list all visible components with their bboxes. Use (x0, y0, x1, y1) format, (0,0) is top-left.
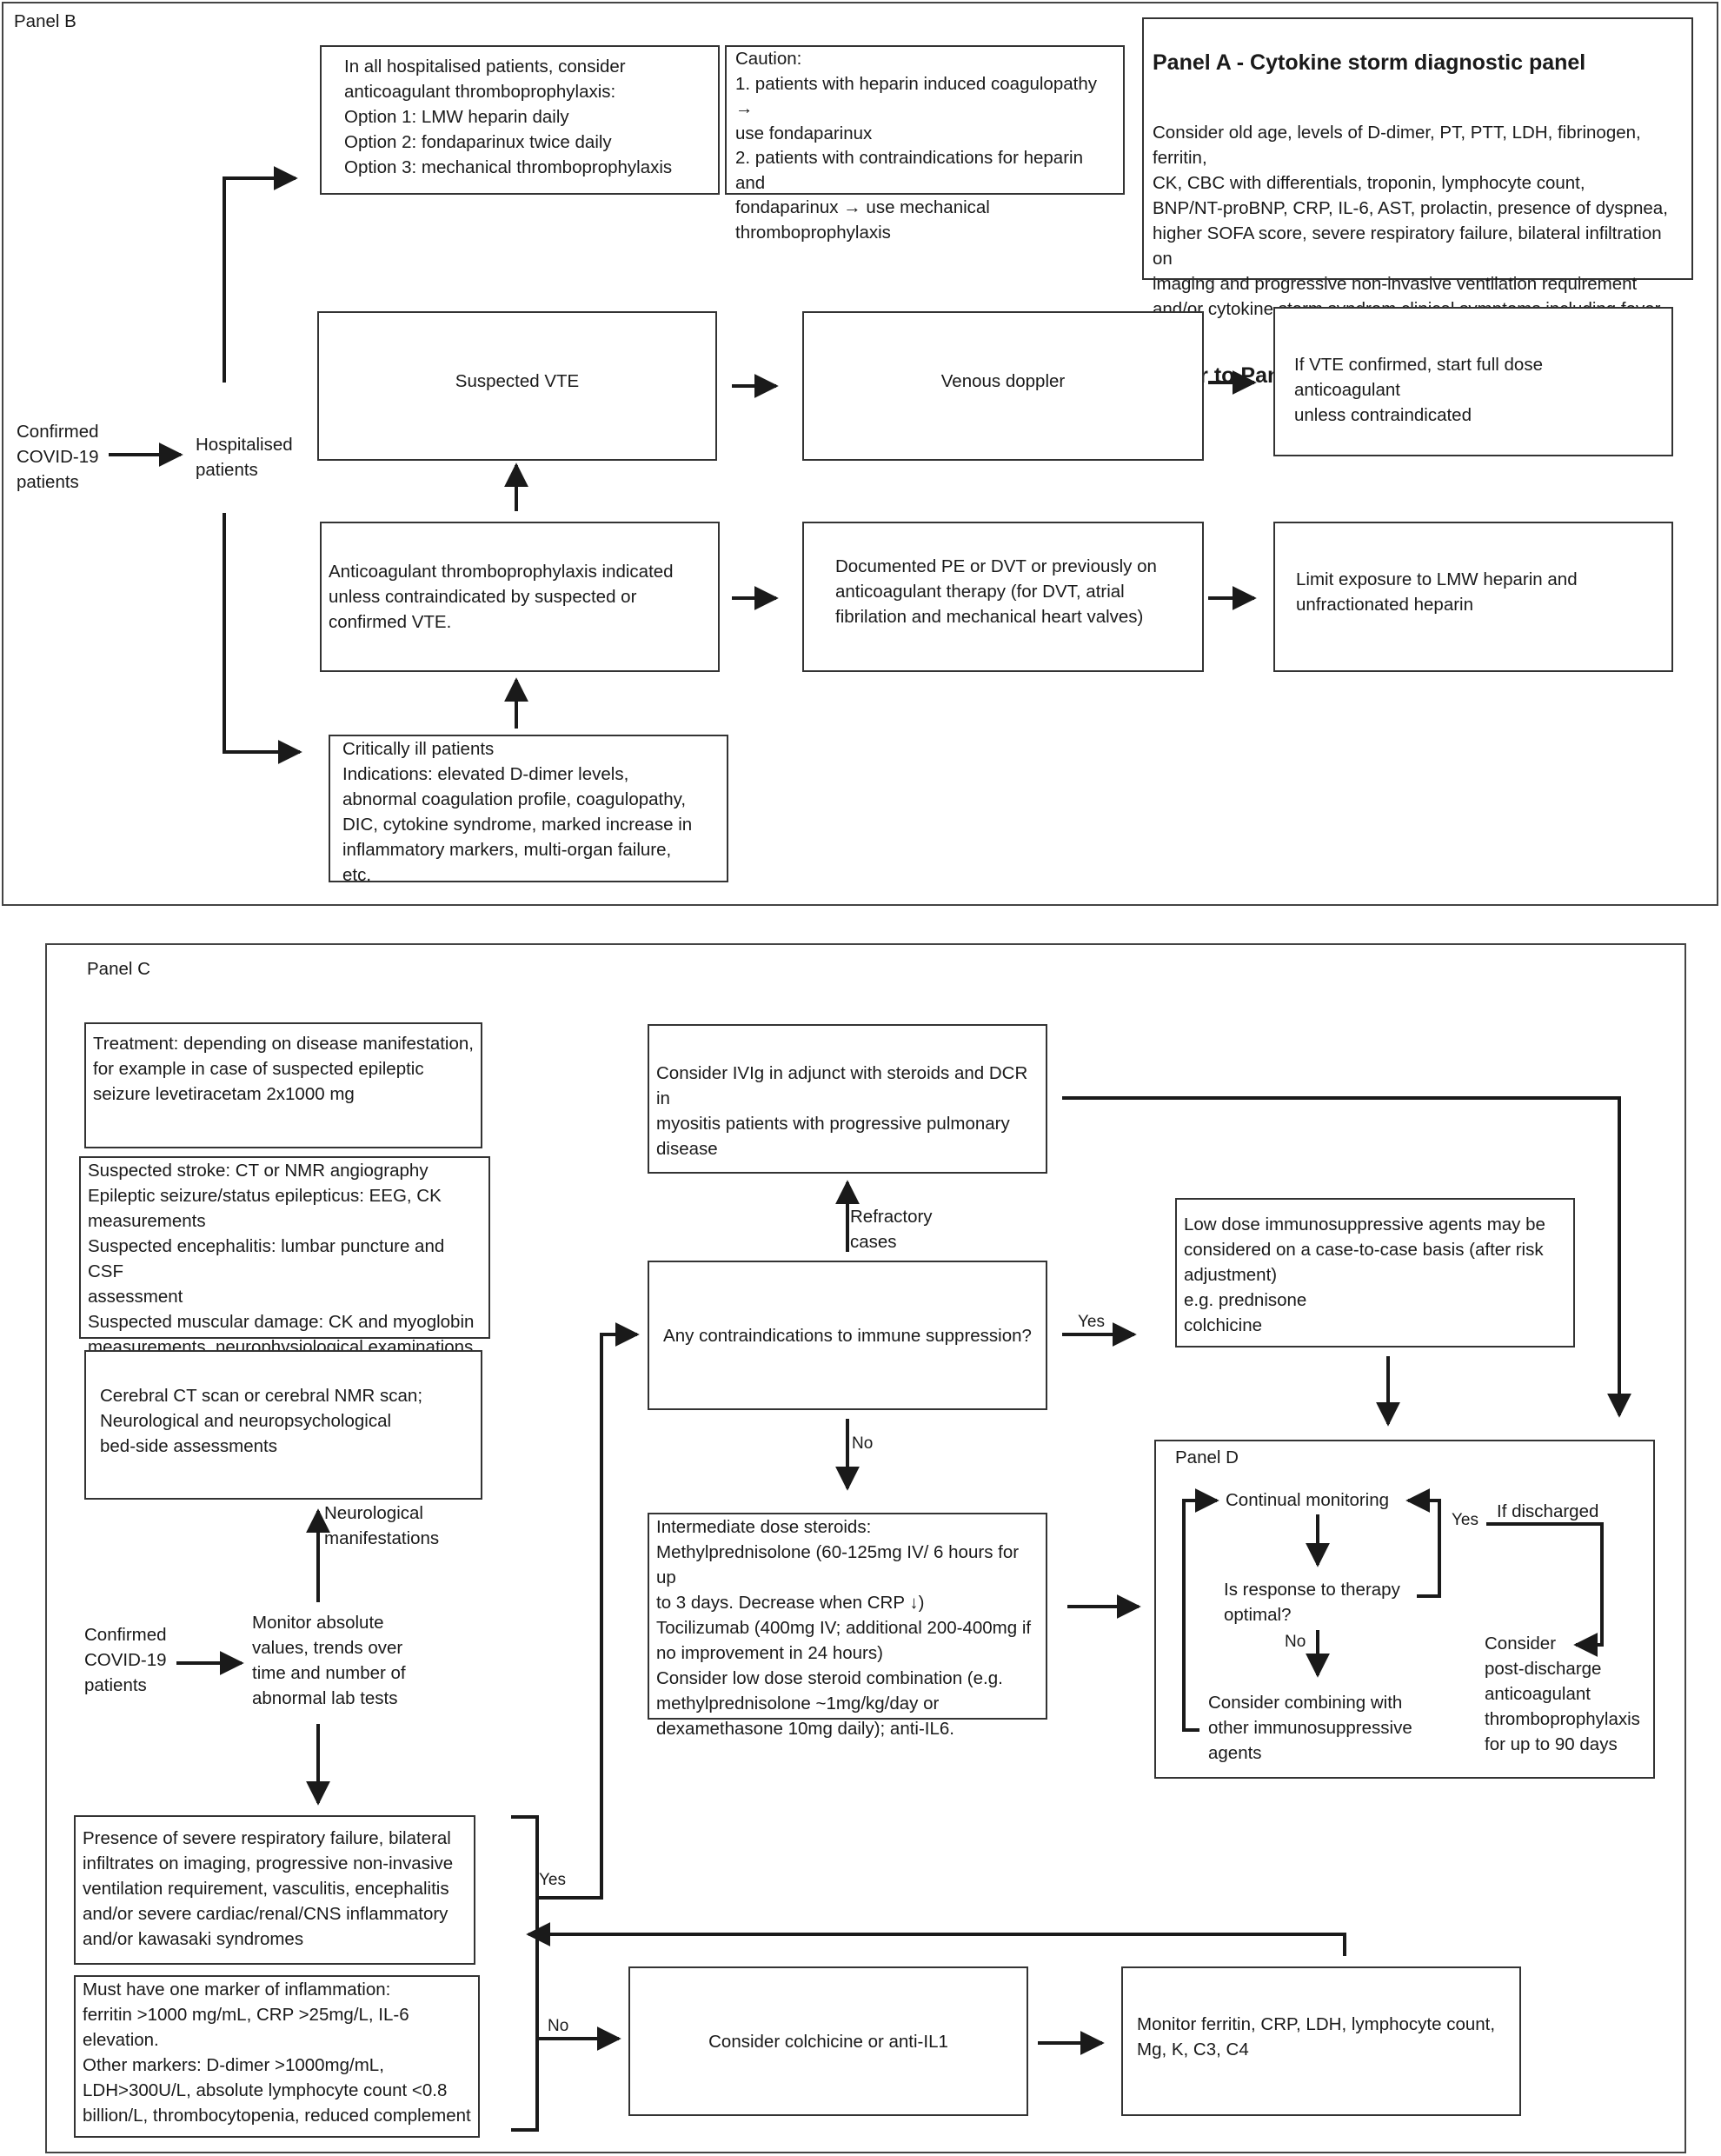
colchicine-box: Consider colchicine or anti-IL1 (628, 1966, 1028, 2116)
hospitalised-patients: Hospitalised patients (196, 435, 293, 480)
no-label-left: No (548, 2017, 569, 2035)
monitor-absolute-values: Monitor absolute values, trends over tim… (252, 1613, 406, 1708)
panel-b-label: Panel B (14, 11, 76, 31)
connector-yes-to-contra (537, 1322, 640, 1900)
neurological-manifestations-label: Neurological manifestations (324, 1503, 440, 1548)
critically-ill-box: Critically ill patients Indications: ele… (329, 735, 728, 885)
connector-combining-loop (1182, 1488, 1219, 1732)
yes-label-contra: Yes (1078, 1313, 1105, 1331)
caution-box: Caution: 1. patients with heparin induce… (725, 45, 1125, 243)
if-discharged-label: If discharged (1497, 1501, 1599, 1521)
limit-exposure-box: Limit exposure to LMW heparin and unfrac… (1273, 522, 1673, 672)
panel-a-title: Panel A - Cytokine storm diagnostic pane… (1153, 50, 1586, 75)
panel-c (45, 943, 1686, 2153)
documented-pe-box: Documented PE or DVT or previously on an… (802, 522, 1204, 672)
panel-a-box: Panel A - Cytokine storm diagnostic pane… (1142, 17, 1693, 388)
panel-d-yes: Yes (1452, 1511, 1478, 1529)
ivig-box: Consider IVIg in adjunct with steroids a… (648, 1024, 1047, 1174)
connector-discharged (1486, 1522, 1604, 1657)
panel-d-no: No (1285, 1633, 1306, 1651)
panel-b (2, 2, 1718, 906)
confirmed-covid-c: Confirmed COVID-19 patients (84, 1625, 167, 1695)
panel-d-label: Panel D (1175, 1447, 1239, 1467)
severe-presence-box: Presence of severe respiratory failure, … (74, 1815, 475, 1965)
cerebral-scan-box: Cerebral CT scan or cerebral NMR scan; N… (84, 1350, 482, 1500)
monitor-ferritin-box: Monitor ferritin, CRP, LDH, lymphocyte c… (1121, 1966, 1521, 2116)
post-discharge-thromboprophylaxis: Consider post-discharge anticoagulant th… (1485, 1634, 1640, 1754)
low-dose-box: Low dose immunosuppressive agents may be… (1175, 1198, 1575, 1348)
response-optimal-question: Is response to therapy optimal? (1224, 1580, 1400, 1625)
inflammation-markers-box: Must have one marker of inflammation: fe… (74, 1975, 480, 2138)
contraindications-box: Any contraindications to immune suppress… (648, 1261, 1047, 1410)
consider-combining: Consider combining with other immunosupp… (1208, 1693, 1412, 1763)
suspected-diagnostics-box: Suspected stroke: CT or NMR angiography … (79, 1156, 490, 1357)
thromboprophylaxis-indicated-box: Anticoagulant thromboprophylaxis indicat… (320, 522, 720, 672)
panel-c-label: Panel C (87, 959, 150, 979)
suspected-vte-box: Suspected VTE (317, 311, 717, 461)
bracket-yes-no (511, 1815, 539, 2132)
treatment-box: Treatment: depending on disease manifest… (84, 1022, 482, 1148)
yes-label-left: Yes (539, 1871, 566, 1889)
connector-hospitalised-up (223, 166, 298, 383)
refractory-cases-label: Refractory cases (850, 1207, 933, 1252)
vte-confirmed-box: If VTE confirmed, start full dose antico… (1273, 307, 1673, 456)
no-label-contra: No (852, 1434, 874, 1453)
venous-doppler-box: Venous doppler (802, 311, 1204, 461)
connector-monitor-back (526, 1922, 1346, 1956)
connector-hospitalised-down (223, 513, 302, 764)
thromboprophylaxis-options-box: In all hospitalised patients, consider a… (320, 45, 720, 195)
panel-d (1154, 1440, 1655, 1779)
panel-a-body: Consider old age, levels of D-dimer, PT,… (1153, 123, 1668, 319)
connector-ivig-to-paneld (1062, 1096, 1631, 1418)
intermediate-steroids-box: Intermediate dose steroids: Methylpredni… (648, 1513, 1047, 1739)
connector-optimal-yes-loop (1405, 1488, 1441, 1598)
continual-monitoring: Continual monitoring (1226, 1490, 1390, 1510)
confirmed-covid-b: Confirmed COVID-19 patients (17, 422, 99, 492)
